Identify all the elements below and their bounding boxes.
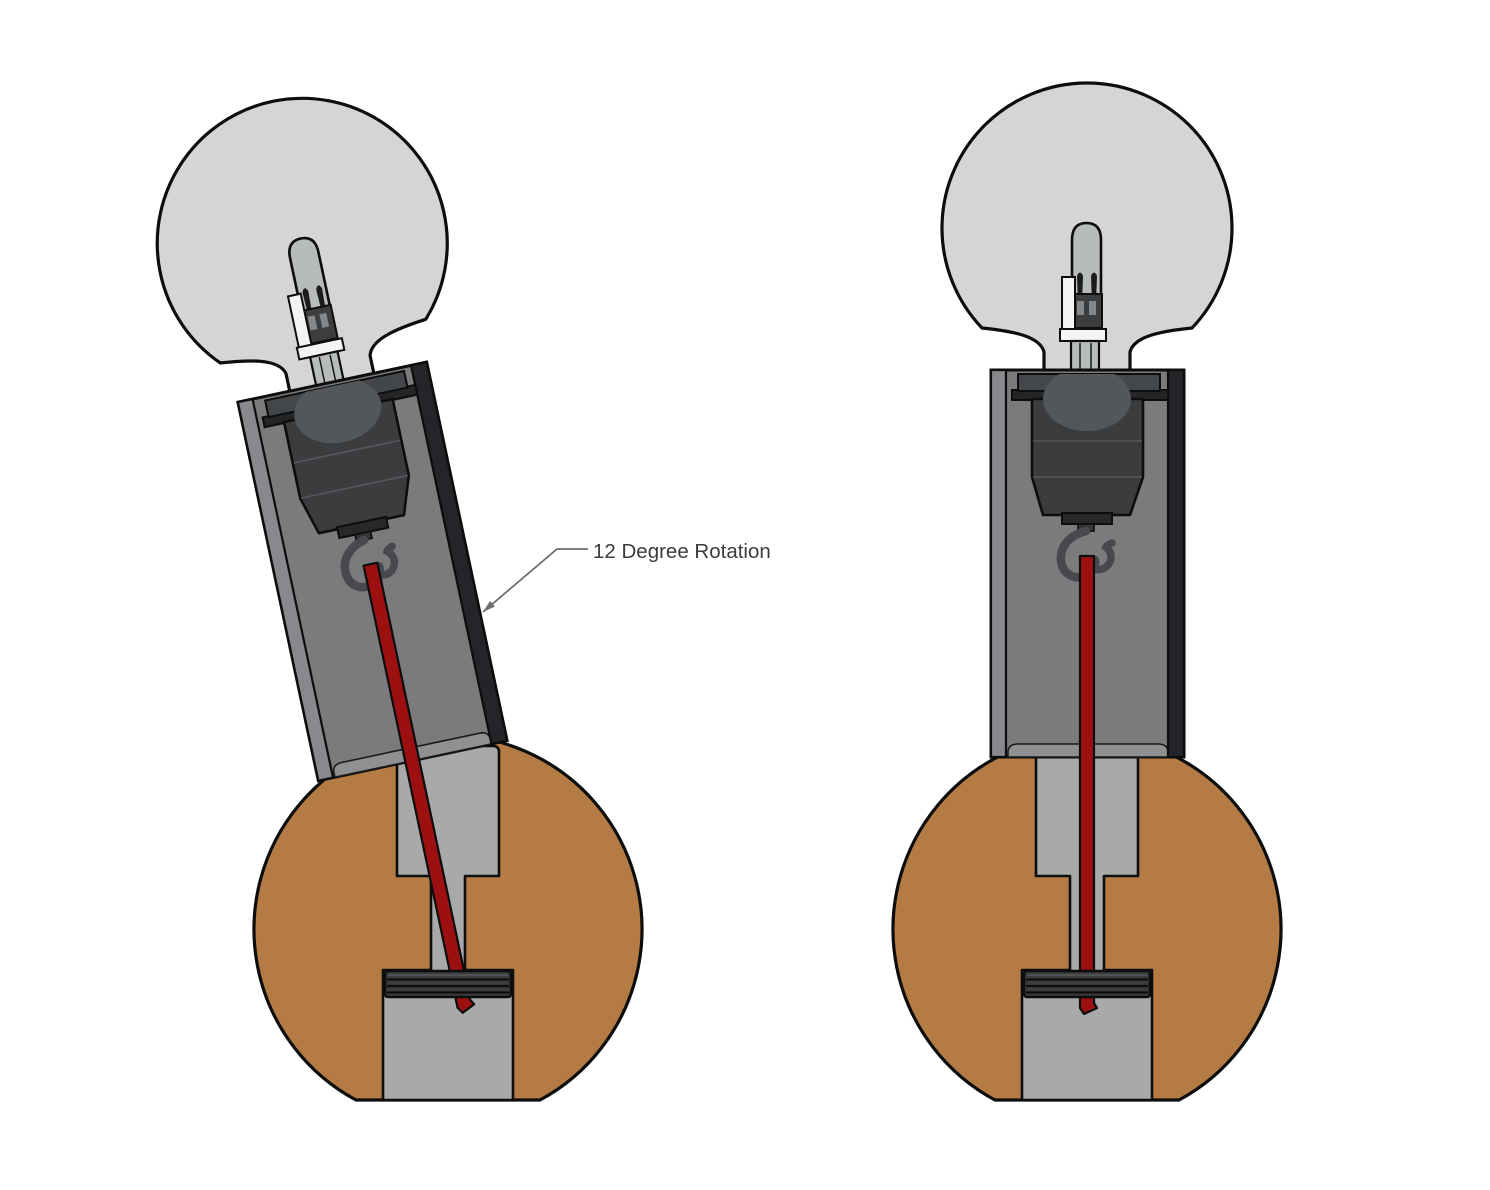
assembly-left-washers bbox=[383, 969, 513, 999]
annotation-arrowhead bbox=[483, 601, 495, 612]
annotation-leader-line bbox=[482, 548, 588, 613]
annotation-label: 12 Degree Rotation bbox=[593, 540, 771, 563]
annotation: 12 Degree Rotation bbox=[482, 540, 771, 613]
assembly-right bbox=[891, 83, 1283, 1102]
assembly-right-washers bbox=[1022, 969, 1152, 999]
assembly-left bbox=[130, 71, 644, 1102]
